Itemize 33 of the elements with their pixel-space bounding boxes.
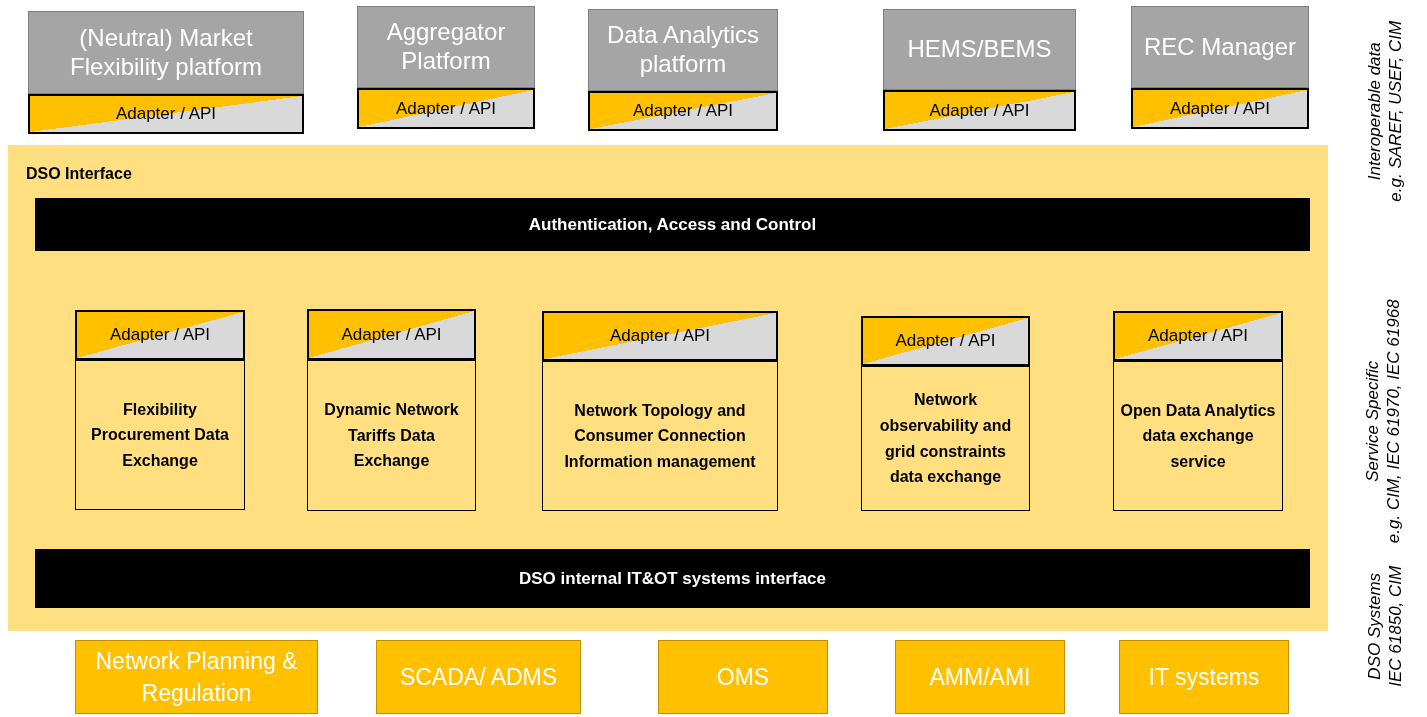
- service-box: Network Topology and Consumer Connection Information management: [542, 361, 778, 511]
- system-box: SCADA/ ADMS: [376, 640, 581, 714]
- adapter-box: Adapter / API: [861, 316, 1030, 366]
- adapter-box: Adapter / API: [1131, 88, 1309, 129]
- adapter-box: Adapter / API: [588, 91, 778, 131]
- system-box: Network Planning & Regulation: [75, 640, 318, 714]
- adapter-box: Adapter / API: [357, 88, 535, 129]
- adapter-box: Adapter / API: [75, 310, 245, 360]
- system-box: IT systems: [1119, 640, 1289, 714]
- platform-box: HEMS/BEMS: [883, 9, 1076, 90]
- standards-note: Service Specific: [1361, 359, 1383, 484]
- system-box: OMS: [658, 640, 828, 714]
- service-box: Open Data Analytics data exchange service: [1113, 361, 1283, 511]
- adapter-box: Adapter / API: [542, 311, 778, 361]
- adapter-box: Adapter / API: [1113, 311, 1283, 361]
- service-box: Network observability and grid constraints data exchange: [861, 366, 1030, 511]
- platform-box: Aggregator Platform: [357, 6, 535, 88]
- service-box: Flexibility Procurement Data Exchange: [75, 360, 245, 510]
- layer-bar: Authentication, Access and Control: [35, 198, 1310, 251]
- platform-box: (Neutral) Market Flexibility platform: [28, 11, 304, 94]
- platform-box: Data Analytics platform: [588, 9, 778, 91]
- standards-note: IEC 61850, CIM: [1385, 564, 1406, 689]
- standards-note: e.g. SAREF, USEF, CIM: [1385, 19, 1406, 204]
- service-box: Dynamic Network Tariffs Data Exchange: [307, 360, 476, 511]
- standards-note: e.g. CIM, IEC 61970, IEC 61968: [1383, 298, 1404, 546]
- platform-box: REC Manager: [1131, 6, 1309, 88]
- standards-note: Interoperable data: [1363, 41, 1385, 183]
- layer-bar: DSO internal IT&OT systems interface: [35, 549, 1310, 608]
- adapter-box: Adapter / API: [307, 309, 476, 360]
- adapter-box: Adapter / API: [883, 90, 1076, 131]
- panel-title: DSO Interface: [26, 165, 132, 183]
- standards-note: DSO Systems: [1363, 571, 1385, 682]
- system-box: AMM/AMI: [895, 640, 1065, 714]
